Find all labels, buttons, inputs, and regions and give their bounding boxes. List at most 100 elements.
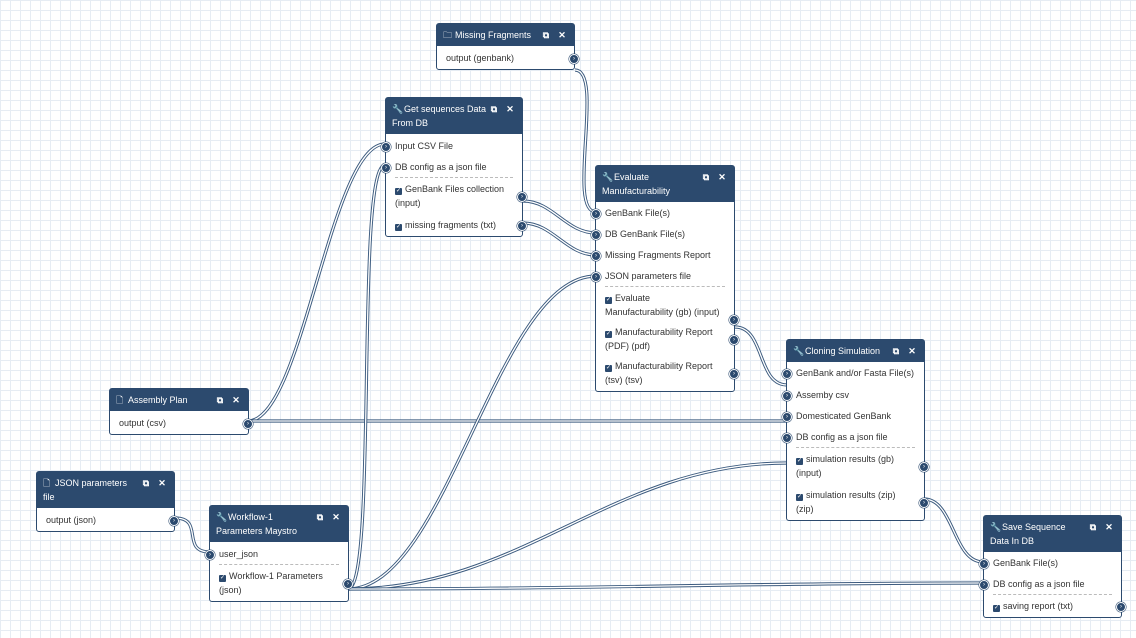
input-port-icon[interactable]: › xyxy=(979,580,989,590)
node-title: Assembly Plan xyxy=(128,395,188,405)
input-row: › DB config as a json file xyxy=(381,160,522,174)
output-port-icon[interactable]: › xyxy=(343,579,353,589)
input-label: Input CSV File xyxy=(395,141,454,151)
node-header[interactable]: 🔧Save Sequence Data In DB ⧉ ✕ xyxy=(984,516,1121,552)
input-label: Domesticated GenBank xyxy=(796,411,892,421)
output-row: output (json)› xyxy=(37,513,179,527)
output-port-icon[interactable]: › xyxy=(569,54,579,64)
node-get-sequences[interactable]: 🔧Get sequences Data From DB ⧉✕ ›Input CS… xyxy=(381,97,527,237)
node-cloning-simulation[interactable]: 🔧Cloning Simulation ⧉✕ ›GenBank and/or F… xyxy=(782,339,929,521)
input-row: › Domesticated GenBank xyxy=(782,409,924,423)
node-header[interactable]: 🔧Evaluate Manufacturability ⧉✕ xyxy=(596,166,734,202)
input-row: ›GenBank File(s) xyxy=(979,556,1121,570)
node-json-parameters-file[interactable]: 🗋JSON parameters file ⧉✕ output (json)› xyxy=(36,471,179,532)
node-header[interactable]: 🔧Workflow-1 Parameters Maystro ⧉✕ xyxy=(210,506,348,542)
input-port-icon[interactable]: › xyxy=(591,272,601,282)
output-port-icon[interactable]: › xyxy=(729,315,739,325)
input-port-icon[interactable]: › xyxy=(782,412,792,422)
input-port-icon[interactable]: › xyxy=(782,369,792,379)
input-port-icon[interactable]: › xyxy=(591,230,601,240)
divider xyxy=(796,447,915,448)
output-label: Evaluate Manufacturability (gb) (input) xyxy=(605,293,720,317)
checkbox-icon[interactable]: ✓ xyxy=(993,605,1000,612)
output-port-icon[interactable]: › xyxy=(729,369,739,379)
input-row: ›Assemby csv xyxy=(782,388,924,402)
copy-icon[interactable]: ⧉ xyxy=(216,395,224,405)
close-icon[interactable]: ✕ xyxy=(718,172,726,182)
connection-wire-highlight xyxy=(574,69,597,213)
copy-icon[interactable]: ⧉ xyxy=(142,478,150,488)
checkbox-icon[interactable]: ✓ xyxy=(395,188,402,195)
copy-icon[interactable]: ⧉ xyxy=(702,172,710,182)
output-port-icon[interactable]: › xyxy=(729,335,739,345)
checkbox-icon[interactable]: ✓ xyxy=(395,224,402,231)
input-port-icon[interactable]: › xyxy=(591,209,601,219)
wrench-icon: 🔧 xyxy=(392,104,404,114)
input-row: › Input CSV File xyxy=(381,139,522,153)
node-header[interactable]: 🔧Cloning Simulation ⧉✕ xyxy=(787,340,924,362)
connection-wire-highlight xyxy=(522,222,597,256)
input-row: ›DB GenBank File(s) xyxy=(591,227,734,241)
input-row: › Missing Fragments Report xyxy=(591,248,734,262)
input-port-icon[interactable]: › xyxy=(381,163,391,173)
node-header[interactable]: 🗀Missing Fragments ⧉✕ xyxy=(437,24,574,46)
input-port-icon[interactable]: › xyxy=(979,559,989,569)
node-workflow-parameters-maystro[interactable]: 🔧Workflow-1 Parameters Maystro ⧉✕ ›user_… xyxy=(205,505,353,602)
copy-icon[interactable]: ⧉ xyxy=(542,30,550,40)
input-label: GenBank and/or Fasta File(s) xyxy=(796,368,915,378)
copy-icon[interactable]: ⧉ xyxy=(1089,522,1097,532)
checkbox-icon[interactable]: ✓ xyxy=(796,494,803,501)
connection-wire-highlight xyxy=(174,517,211,553)
node-header[interactable]: 🗋Assembly Plan ⧉✕ xyxy=(110,389,248,411)
node-assembly-plan[interactable]: 🗋Assembly Plan ⧉✕ output (csv)› xyxy=(109,388,253,435)
wrench-icon: 🔧 xyxy=(602,172,614,182)
node-title: Save Sequence Data In DB xyxy=(990,522,1066,546)
output-port-icon[interactable]: › xyxy=(1116,602,1126,612)
close-icon[interactable]: ✕ xyxy=(158,478,166,488)
connection-wire-highlight xyxy=(347,275,597,590)
node-header[interactable]: 🗋JSON parameters file ⧉✕ xyxy=(37,472,174,508)
node-evaluate-manufacturability[interactable]: 🔧Evaluate Manufacturability ⧉✕ ›GenBank … xyxy=(591,165,739,392)
input-port-icon[interactable]: › xyxy=(782,433,792,443)
node-missing-fragments[interactable]: 🗀Missing Fragments ⧉✕ output (genbank)› xyxy=(436,23,579,70)
checkbox-icon[interactable]: ✓ xyxy=(605,365,612,372)
copy-icon[interactable]: ⧉ xyxy=(490,104,498,114)
output-port-icon[interactable]: › xyxy=(919,498,929,508)
node-save-sequence-data[interactable]: 🔧Save Sequence Data In DB ⧉ ✕ ›GenBank Fi… xyxy=(979,515,1126,618)
output-label: saving report (txt) xyxy=(1003,601,1074,611)
input-port-icon[interactable]: › xyxy=(591,251,601,261)
wrench-icon: 🔧 xyxy=(990,522,1002,532)
connection-wire-highlight xyxy=(347,582,984,590)
output-port-icon[interactable]: › xyxy=(517,221,527,231)
close-icon[interactable]: ✕ xyxy=(558,30,566,40)
close-icon[interactable]: ✕ xyxy=(232,395,240,405)
input-row: ›user_json xyxy=(205,547,348,561)
node-title: Workflow-1 Parameters Maystro xyxy=(216,512,298,536)
output-port-icon[interactable]: › xyxy=(919,462,929,472)
checkbox-icon[interactable]: ✓ xyxy=(796,458,803,465)
input-label: DB config as a json file xyxy=(395,162,487,172)
copy-icon[interactable]: ⧉ xyxy=(316,512,324,522)
divider xyxy=(993,594,1112,595)
close-icon[interactable]: ✕ xyxy=(908,346,916,356)
node-header[interactable]: 🔧Get sequences Data From DB ⧉✕ xyxy=(386,98,522,134)
output-port-icon[interactable]: › xyxy=(169,516,179,526)
input-row: ›GenBank File(s) xyxy=(591,206,734,220)
close-icon[interactable]: ✕ xyxy=(506,104,514,114)
folder-icon: 🗀 xyxy=(443,30,453,40)
input-port-icon[interactable]: › xyxy=(381,142,391,152)
input-port-icon[interactable]: › xyxy=(205,550,215,560)
output-label: simulation results (zip) (zip) xyxy=(796,490,896,514)
input-port-icon[interactable]: › xyxy=(782,391,792,401)
input-label: Missing Fragments Report xyxy=(605,250,711,260)
checkbox-icon[interactable]: ✓ xyxy=(605,297,612,304)
input-row: ›DB config as a json file xyxy=(979,577,1121,591)
close-icon[interactable]: ✕ xyxy=(332,512,340,522)
output-port-icon[interactable]: › xyxy=(517,192,527,202)
output-port-icon[interactable]: › xyxy=(243,419,253,429)
copy-icon[interactable]: ⧉ xyxy=(892,346,900,356)
output-label: simulation results (gb) (input) xyxy=(796,454,895,478)
checkbox-icon[interactable]: ✓ xyxy=(605,331,612,338)
close-icon[interactable]: ✕ xyxy=(1105,522,1113,532)
checkbox-icon[interactable]: ✓ xyxy=(219,575,226,582)
